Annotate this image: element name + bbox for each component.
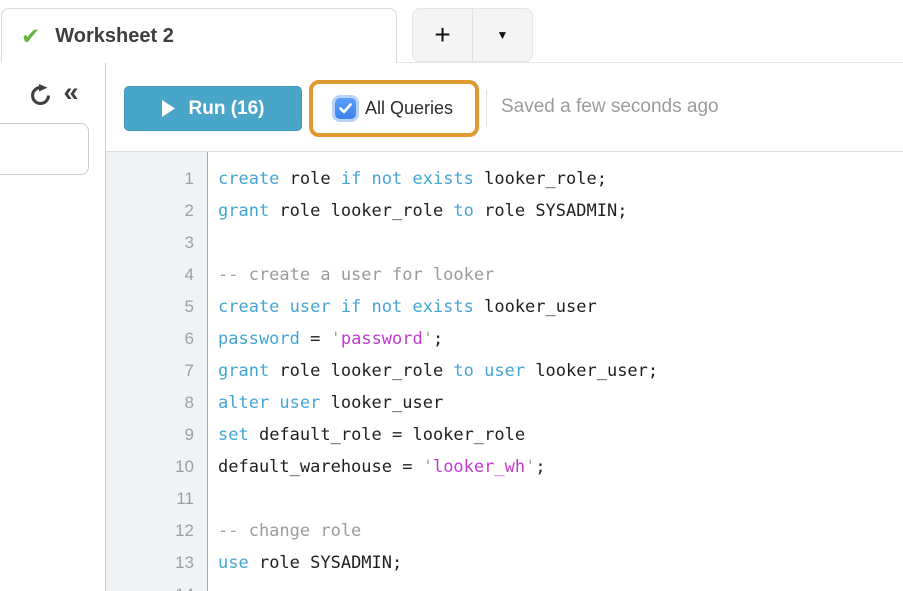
code-line[interactable]: grant role looker_role to user looker_us…: [218, 361, 659, 381]
line-number: 11: [176, 489, 194, 508]
line-number: 7: [184, 361, 194, 380]
run-button-label: Run (16): [188, 97, 265, 119]
collapse-sidebar-button[interactable]: «: [56, 76, 86, 108]
line-number: 2: [184, 201, 194, 220]
refresh-button[interactable]: [28, 84, 52, 108]
code-line[interactable]: alter user looker_user: [218, 393, 444, 413]
all-queries-label: All Queries: [364, 98, 454, 118]
tab-label: Worksheet 2: [55, 24, 174, 47]
play-icon: [161, 100, 175, 117]
double-chevron-left-icon: «: [63, 77, 79, 107]
code-line[interactable]: -- change role: [218, 521, 362, 541]
new-worksheet-button[interactable]: +: [413, 9, 472, 61]
all-queries-checkbox[interactable]: [334, 98, 356, 119]
line-number: 10: [175, 457, 194, 476]
line-number: 12: [175, 521, 194, 540]
code-area[interactable]: create role if not exists looker_role;gr…: [208, 152, 903, 591]
line-number: 5: [184, 297, 194, 316]
all-queries-toggle[interactable]: All Queries: [334, 98, 454, 119]
tab-worksheet-2[interactable]: ✔ Worksheet 2: [1, 8, 397, 63]
caret-down-icon: ▼: [496, 28, 509, 42]
code-line[interactable]: create user if not exists looker_user: [218, 297, 597, 317]
sidebar-divider: [105, 63, 106, 591]
code-line[interactable]: set default_role = looker_role: [218, 425, 526, 445]
toolbar-divider: [486, 90, 487, 127]
code-line[interactable]: [218, 227, 903, 259]
code-line[interactable]: create role if not exists looker_role;: [218, 169, 607, 189]
code-line[interactable]: -- create a user for looker: [218, 265, 495, 285]
refresh-icon: [29, 84, 52, 110]
line-number: 1: [184, 169, 194, 188]
line-number: 4: [184, 265, 194, 284]
line-number: 3: [184, 233, 194, 252]
worksheet-list-dropdown-button[interactable]: ▼: [472, 9, 532, 61]
all-queries-highlight-box: All Queries: [309, 80, 479, 137]
sql-editor[interactable]: 1234567891011121314 create role if not e…: [106, 151, 903, 591]
code-line[interactable]: grant role looker_role to role SYSADMIN;: [218, 201, 628, 221]
code-line[interactable]: [218, 579, 903, 591]
line-number: 8: [184, 393, 194, 412]
line-number: 13: [175, 553, 194, 572]
code-line[interactable]: use role SYSADMIN;: [218, 553, 403, 573]
line-number: 14: [106, 579, 207, 591]
code-line[interactable]: default_warehouse = 'looker_wh';: [218, 457, 546, 477]
code-line[interactable]: [218, 483, 903, 515]
tab-bar-divider: [398, 62, 903, 63]
save-status: Saved a few seconds ago: [501, 96, 719, 117]
check-icon: ✔: [21, 22, 41, 49]
checkmark-icon: [339, 103, 352, 114]
line-number-gutter: 1234567891011121314: [106, 152, 208, 591]
tab-button-group: + ▼: [412, 8, 533, 62]
line-number: 9: [184, 425, 194, 444]
code-line[interactable]: password = 'password';: [218, 329, 444, 349]
line-number: 6: [184, 329, 194, 348]
run-button[interactable]: Run (16): [124, 86, 302, 131]
sidebar-panel-box[interactable]: [0, 123, 89, 175]
